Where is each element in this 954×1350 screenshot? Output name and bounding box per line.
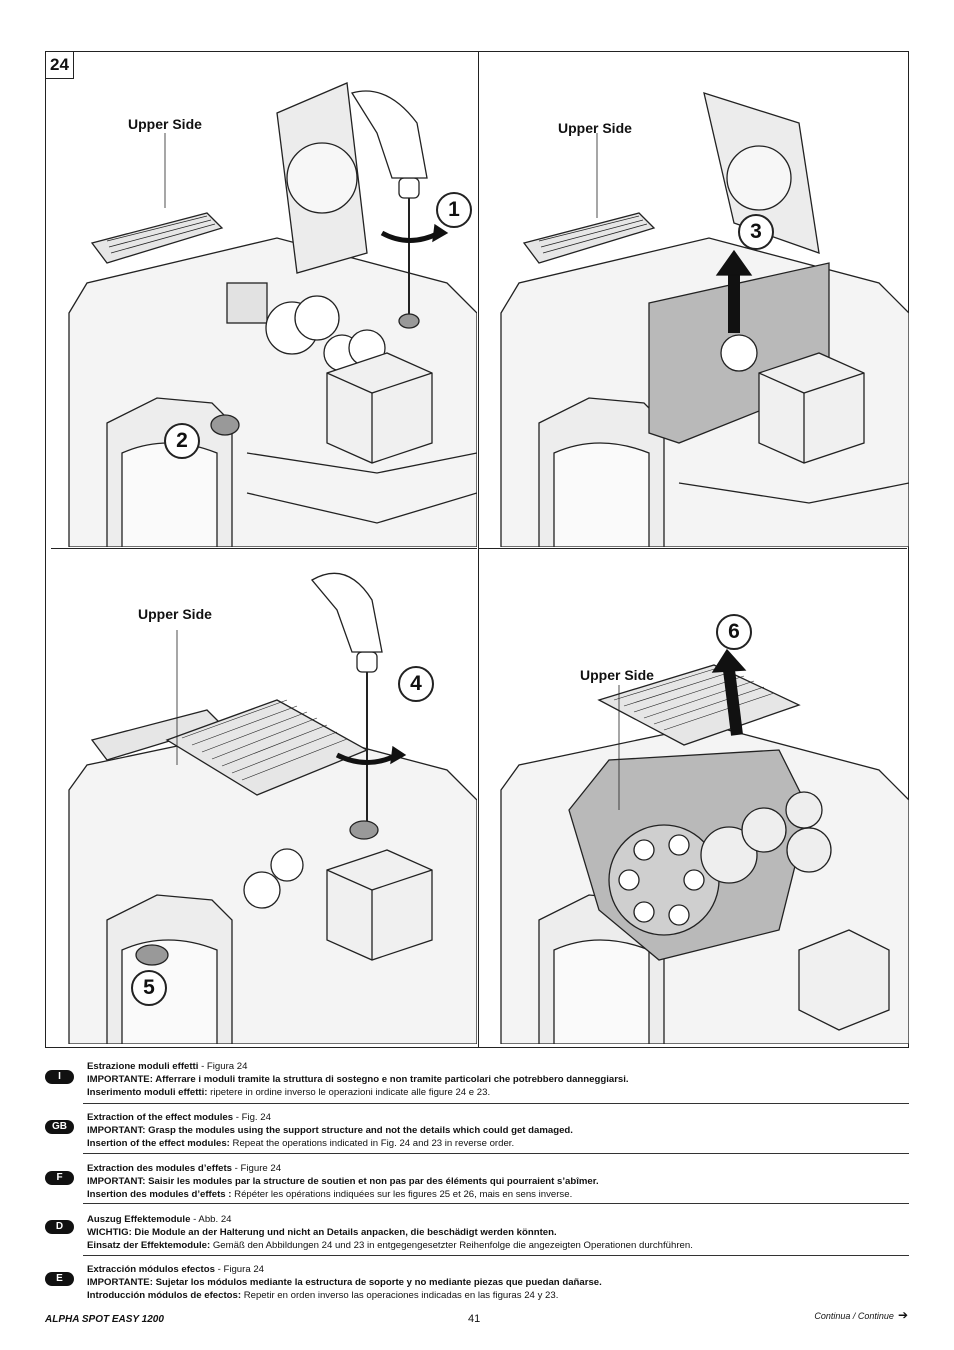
insertion-text: Repeat the operations indicated in Fig. … (229, 1138, 515, 1149)
figure-ref: - Figura 24 (214, 1264, 265, 1275)
panel-step-3: Upper Side 3 (479, 53, 909, 547)
insertion-text: ripetere in ordine inverso le operazioni… (207, 1087, 491, 1098)
important-note: IMPORTANTE: Afferrare i moduli tramite l… (87, 1074, 629, 1085)
important-note: IMPORTANTE: Sujetar los módulos mediante… (87, 1277, 602, 1288)
fixture-illustration-2 (500, 92, 909, 547)
step-badge-4: 4 (398, 666, 434, 702)
lang-text-it: Estrazione moduli effetti - Figura 24 IM… (87, 1060, 629, 1099)
insertion-label: Insertion des modules d’effets : (87, 1189, 232, 1200)
insertion-label: Insertion of the effect modules: (87, 1138, 230, 1149)
step-badge-1: 1 (436, 192, 472, 228)
insertion-text: Repetir en orden inverso las operaciones… (241, 1290, 559, 1301)
lang-badge-de: D (45, 1220, 74, 1234)
step-badge-6: 6 (716, 614, 752, 650)
figure-ref: - Figure 24 (232, 1163, 282, 1174)
figure-24: 24 (45, 51, 909, 1048)
separator (83, 1255, 909, 1256)
fixture-illustration-1 (68, 82, 477, 547)
upper-side-label: Upper Side (580, 667, 654, 683)
fixture-illustration-4 (500, 648, 909, 1044)
insertion-label: Einsatz der Effektemodule: (87, 1240, 211, 1251)
lang-badge-it: I (45, 1070, 74, 1084)
figure-number: 24 (46, 52, 74, 79)
product-name: ALPHA SPOT EASY 1200 (45, 1314, 164, 1325)
insertion-text: Gemäß den Abbildungen 24 und 23 in entge… (210, 1240, 693, 1251)
lang-text-de: Auszug Effektemodule - Abb. 24 WICHTIG: … (87, 1213, 693, 1252)
page-number: 41 (468, 1313, 481, 1325)
section-title: Extraction des modules d’effets (87, 1163, 233, 1174)
panel-step-1-2: Upper Side 1 2 (47, 53, 477, 547)
section-title: Extracción módulos efectos (87, 1264, 215, 1275)
step-badge-3: 3 (738, 214, 774, 250)
insertion-text: Répéter les opérations indiquées sur les… (231, 1189, 573, 1200)
step-badge-2: 2 (164, 423, 200, 459)
insertion-label: Inserimento moduli effetti: (87, 1087, 208, 1098)
continue-text: Continua / Continue (814, 1311, 894, 1321)
lang-badge-es: E (45, 1272, 74, 1286)
figure-ref: - Fig. 24 (233, 1112, 271, 1123)
section-title: Extraction of the effect modules (87, 1112, 234, 1123)
panel-divider-vertical (478, 52, 479, 1047)
panel-step-6: Upper Side 6 (479, 550, 909, 1044)
separator (83, 1103, 909, 1104)
lang-text-es: Extracción módulos efectos - Figura 24 I… (87, 1263, 602, 1302)
lang-badge-gb: GB (45, 1120, 74, 1134)
figure-ref: - Abb. 24 (190, 1214, 232, 1225)
separator (83, 1153, 909, 1154)
upper-side-label: Upper Side (558, 120, 632, 136)
continue-note: Continua / Continue➔ (814, 1308, 908, 1322)
panel-divider-horizontal-right (479, 548, 907, 549)
lang-text-fr: Extraction des modules d’effets - Figure… (87, 1162, 599, 1201)
arrow-right-icon: ➔ (897, 1308, 908, 1322)
upper-side-label: Upper Side (128, 116, 202, 132)
important-note: IMPORTANT: Saisir les modules par la str… (87, 1176, 599, 1187)
lang-badge-fr: F (45, 1171, 74, 1185)
panel-step-4-5: Upper Side 4 5 (47, 550, 477, 1044)
separator (83, 1203, 909, 1204)
section-title: Auszug Effektemodule (87, 1214, 191, 1225)
step-badge-5: 5 (131, 970, 167, 1006)
figure-ref: - Figura 24 (198, 1061, 248, 1072)
insertion-label: Introducción módulos de efectos: (87, 1290, 242, 1301)
panel-divider-horizontal-left (51, 548, 477, 549)
section-title: Estrazione moduli effetti (87, 1061, 199, 1072)
important-note: WICHTIG: Die Module an der Halterung und… (87, 1227, 557, 1238)
important-note: IMPORTANT: Grasp the modules using the s… (87, 1125, 573, 1136)
upper-side-label: Upper Side (138, 606, 212, 622)
lang-text-gb: Extraction of the effect modules - Fig. … (87, 1111, 573, 1150)
fixture-illustration-3 (68, 572, 477, 1044)
